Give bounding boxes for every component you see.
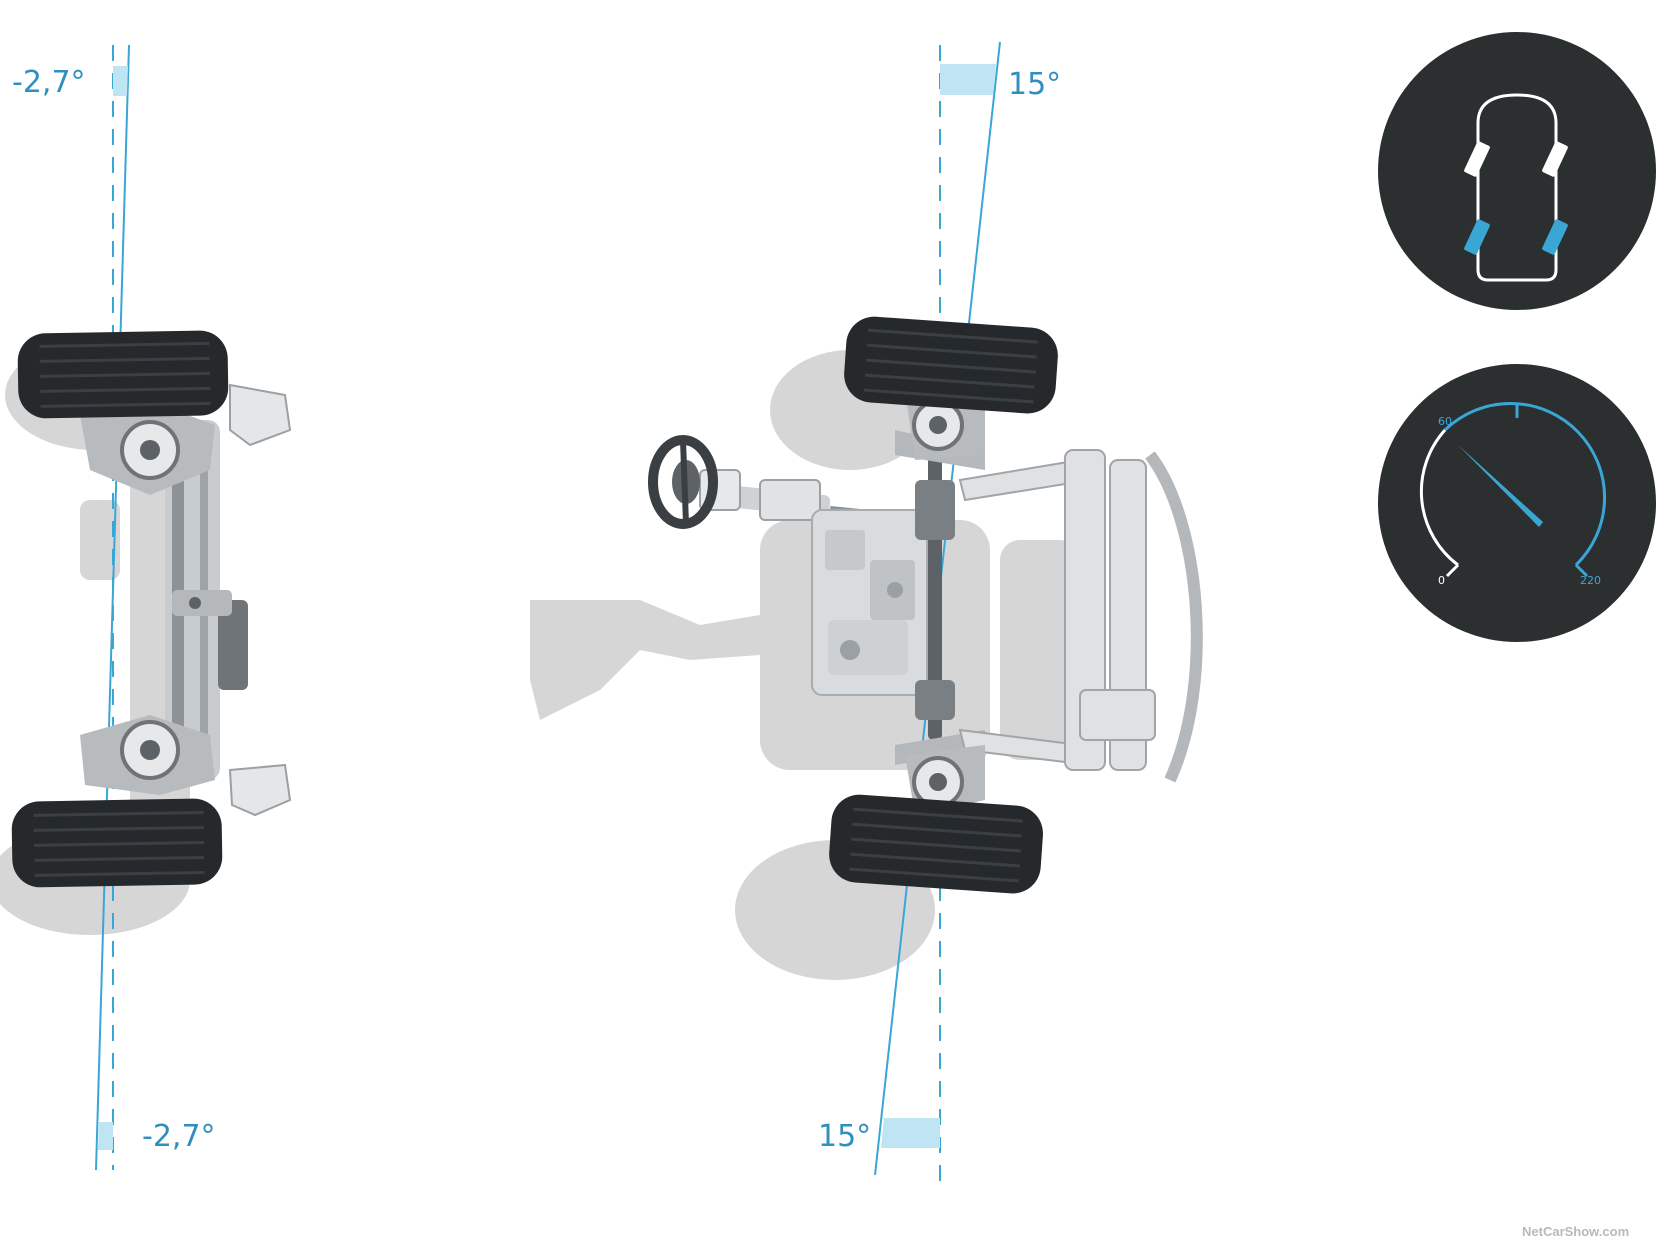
rear-hub-bottom (80, 715, 292, 817)
gauge-arc-high (1443, 401, 1606, 567)
rear-tire-bottom (11, 798, 223, 888)
gauge-needle (1458, 445, 1543, 527)
rear-top-angle-label: -2,7° (12, 65, 86, 100)
rear-angle-line (95, 44, 130, 1171)
car-outline-icon (1476, 93, 1558, 282)
rear-tire-top (17, 330, 229, 419)
rear-top-angle-wedge (113, 66, 128, 96)
rear-axle-beam (165, 420, 248, 780)
gauge-mid-label: 60 (1438, 415, 1452, 428)
front-frame-rails (958, 449, 1203, 783)
rear-axle-group: -2,7° -2,7° (0, 44, 292, 1171)
rear-wheel-blue-icons (1464, 219, 1568, 255)
front-bottom-angle-label: 15° (818, 1119, 871, 1154)
gauge-end-tick-high (1574, 563, 1589, 578)
front-axle-group: 15° 15° (530, 41, 1203, 1190)
front-bottom-angle-wedge (881, 1118, 940, 1148)
rear-hub-top (80, 383, 292, 495)
gauge-min-label: 0 (1438, 574, 1445, 587)
front-hub-bottom (905, 745, 985, 815)
rear-bottom-angle-wedge (98, 1122, 113, 1150)
front-top-angle-wedge (940, 64, 996, 95)
gauge-arc-low (1419, 428, 1459, 567)
steering-column (699, 469, 931, 524)
steering-wheel (648, 435, 718, 529)
front-tire-bottom (829, 794, 1043, 894)
speed-gauge-badge: 0 60 220 (1378, 364, 1656, 642)
front-top-angle-label: 15° (1008, 67, 1061, 102)
gauge-end-tick-low (1445, 563, 1460, 578)
front-wheel-white-icons (1464, 141, 1568, 177)
watermark-text: NetCarShow.com (1522, 1224, 1629, 1239)
rear-bottom-angle-label: -2,7° (142, 1119, 216, 1154)
steering-mode-badge (1378, 32, 1656, 310)
engine-block (811, 509, 928, 696)
gauge-max-label: 220 (1580, 574, 1601, 587)
front-tire-top (844, 316, 1058, 414)
